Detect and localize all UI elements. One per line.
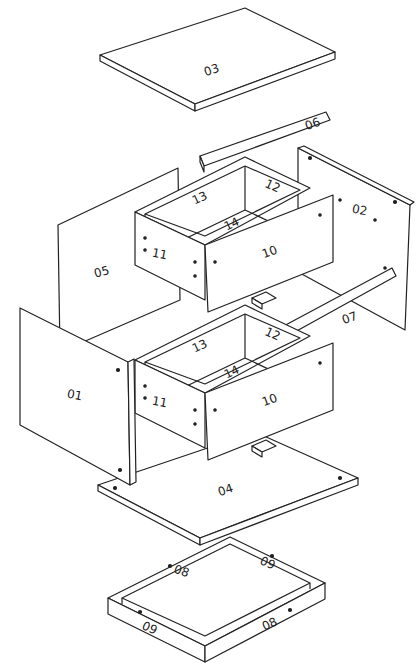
left-side-panel <box>20 308 136 485</box>
lower-drawer <box>135 305 333 460</box>
back-panel <box>58 168 180 352</box>
base-frame <box>108 537 325 662</box>
part-number: 01 <box>65 387 84 404</box>
part-number: 11 <box>150 246 169 263</box>
top-panel <box>100 8 335 111</box>
upper-drawer <box>135 157 333 312</box>
part-number: 11 <box>150 394 169 411</box>
part-number: 02 <box>350 202 369 219</box>
part-number: 07 <box>339 308 360 327</box>
rail <box>200 112 330 172</box>
